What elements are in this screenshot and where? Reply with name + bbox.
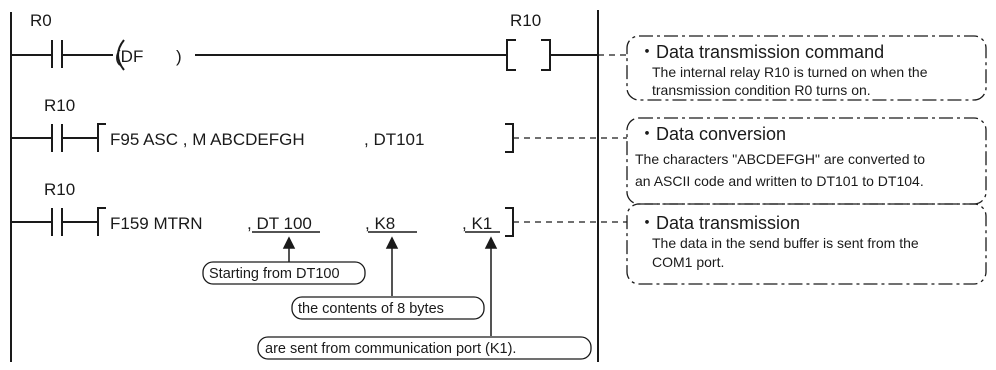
instruction-f95: F95 ASC , M ABCDEFGH — [110, 130, 305, 149]
df-open-paren — [117, 39, 125, 71]
instruction-df: (DF — [115, 47, 143, 66]
note-box-2 — [626, 117, 987, 205]
f159-right-bracket — [505, 207, 514, 237]
coil-left-bracket — [506, 39, 516, 71]
callout-text-port: are sent from communication port (K1). — [265, 341, 516, 357]
f95-right-bracket — [505, 123, 514, 153]
f95-left-bracket — [97, 123, 106, 152]
note-box-3 — [626, 203, 987, 285]
contact-label-r0: R0 — [30, 11, 52, 30]
note-2-title: ・Data conversion — [638, 124, 786, 144]
note-1-title: ・Data transmission command — [638, 42, 884, 62]
callout-text-8-bytes: the contents of 8 bytes — [298, 301, 444, 317]
callout-box-port — [257, 336, 592, 360]
instruction-f159: F159 MTRN — [110, 214, 203, 233]
coil-right-bracket — [541, 39, 551, 71]
rung-1 — [11, 39, 598, 71]
operand-k8: , K8 — [365, 214, 395, 233]
operand-dt101: , DT101 — [364, 130, 424, 149]
operand-dt100: , DT 100 — [247, 214, 312, 233]
note-box-1 — [626, 35, 987, 101]
contact-label-r10-rung3: R10 — [44, 180, 75, 199]
operand-k1: , K1 — [462, 214, 492, 233]
contact-label-r10-rung2: R10 — [44, 96, 75, 115]
instruction-df-close: ) — [176, 47, 182, 66]
note-3-line-2: COM1 port. — [652, 254, 724, 270]
callout-box-dt100 — [202, 261, 366, 285]
note-1-line-2: transmission condition R0 turns on. — [652, 82, 871, 98]
note-2-line-1: The characters "ABCDEFGH" are converted … — [635, 151, 925, 167]
f159-left-bracket — [97, 207, 106, 236]
callout-box-8-bytes — [291, 296, 485, 320]
note-3-line-1: The data in the send buffer is sent from… — [652, 235, 919, 251]
note-1-line-1: The internal relay R10 is turned on when… — [652, 64, 928, 80]
note-3-title: ・Data transmission — [638, 213, 800, 233]
callout-text-dt100: Starting from DT100 — [209, 266, 340, 282]
coil-label-r10: R10 — [510, 11, 541, 30]
note-2-line-2: an ASCII code and written to DT101 to DT… — [635, 173, 924, 189]
